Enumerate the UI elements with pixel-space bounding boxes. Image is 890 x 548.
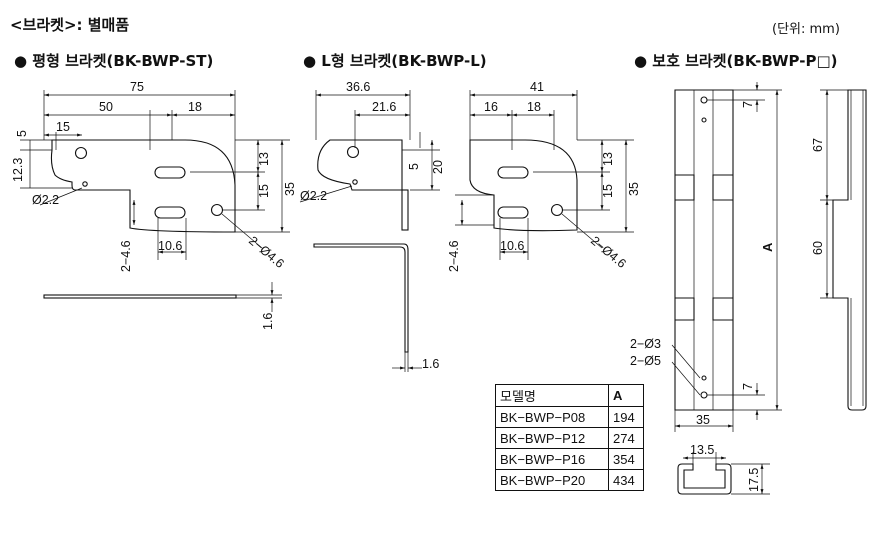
dim-36-6: 36.6	[346, 80, 370, 94]
dim-15-l: 15	[601, 184, 615, 198]
protect-hole-d5-top	[700, 96, 708, 104]
l-bracket-drawing: 36.6 21.6 5 20 Ø2.2 1.6 41 16 18 13 15 3…	[299, 80, 641, 372]
protect-front-outline	[674, 89, 734, 411]
unit-label: (단위: mm)	[772, 22, 840, 37]
dim-16: 16	[484, 100, 498, 114]
dim-12-3: 12.3	[11, 158, 25, 182]
protect-hole-d3-top	[701, 117, 707, 123]
dim-7-top: 7	[741, 101, 755, 108]
flat-hole-small	[82, 181, 88, 187]
dim-7-bottom: 7	[741, 383, 755, 390]
dim-75: 75	[130, 80, 144, 94]
dim-35: 35	[283, 182, 297, 196]
dim-2-4-6-l: 2−4.6	[447, 240, 461, 272]
dim-15-v: 15	[257, 184, 271, 198]
dim-13-l: 13	[601, 152, 615, 166]
dim-60: 60	[811, 241, 825, 255]
protect-section-outline	[677, 463, 732, 495]
protect-hole-d5-bot	[700, 391, 708, 399]
flat-hole-mount	[210, 203, 224, 217]
dim-2-d3: 2−Ø3	[630, 337, 661, 351]
table-cell-model: BK−BWP−P12	[495, 427, 609, 449]
table-cell-a: 194	[608, 406, 644, 428]
section-title-protect-bracket: ● 보호 브라켓(BK-BWP-P□)	[634, 52, 838, 70]
table-row: BK−BWP−P16 354	[495, 448, 644, 470]
model-table: 모델명 A BK−BWP−P08 194 BK−BWP−P12 274 BK−B…	[495, 384, 644, 491]
dim-13: 13	[257, 152, 271, 166]
dim-d2-2-l: Ø2.2	[300, 189, 327, 203]
dim-d2-2: Ø2.2	[32, 193, 59, 207]
table-header-row: 모델명 A	[495, 384, 644, 407]
l-front-outline	[469, 139, 578, 232]
dim-20: 20	[431, 160, 445, 174]
dim-2-d5: 2−Ø5	[630, 354, 661, 368]
dim-50: 50	[99, 100, 113, 114]
page-title: <브라켓>: 별매품	[10, 16, 130, 34]
table-row: BK−BWP−P08 194	[495, 406, 644, 428]
l-bracket-side-view	[313, 243, 409, 353]
dim-5-l: 5	[407, 163, 421, 170]
dim-2-4-6: 2−4.6	[119, 240, 133, 272]
dim-10-6-l: 10.6	[500, 239, 524, 253]
table-cell-model: BK−BWP−P20	[495, 469, 609, 491]
table-row: BK−BWP−P12 274	[495, 427, 644, 449]
section-title-flat-bracket: ● 평형 브라켓(BK-BWP-ST)	[14, 52, 214, 70]
dim-35-l: 35	[627, 182, 641, 196]
dim-35-p: 35	[696, 413, 710, 427]
protect-side-outline	[832, 89, 867, 411]
table-cell-a: 274	[608, 427, 644, 449]
dim-5: 5	[15, 130, 29, 137]
table-header-a: A	[608, 384, 644, 407]
l-front-slot-top	[497, 166, 529, 179]
dim-A: A	[760, 242, 775, 252]
l-bracket-outline	[317, 139, 403, 191]
dim-41: 41	[530, 80, 544, 94]
dim-1-6-st: 1.6	[261, 313, 275, 330]
flat-slot-bottom	[154, 206, 186, 219]
flat-bracket-drawing: 75 50 18 15 5 12.3 13 15 35 Ø2.2 2−4.6 1…	[11, 80, 297, 330]
flat-bracket-side-view	[43, 294, 237, 299]
table-cell-a: 434	[608, 469, 644, 491]
l-front-hole	[550, 203, 564, 217]
dim-15: 15	[56, 120, 70, 134]
section-title-l-bracket: ● L형 브라켓(BK-BWP-L)	[303, 52, 487, 70]
flat-slot-top	[154, 166, 186, 179]
protect-bracket-drawing: 7 7 A 2−Ø3 2−Ø5 35 67 60 13.5 17.5	[630, 82, 867, 495]
dim-2-d4-6: 2−Ø4.6	[246, 234, 287, 271]
dim-10-6: 10.6	[158, 239, 182, 253]
dim-18-l: 18	[527, 100, 541, 114]
l-hole-small	[352, 179, 358, 185]
table-cell-a: 354	[608, 448, 644, 470]
flat-bracket-outline	[50, 139, 236, 233]
dim-13-5: 13.5	[690, 443, 714, 457]
protect-hole-d3-bot	[701, 375, 707, 381]
dim-17-5: 17.5	[747, 468, 761, 492]
protect-cutout-lower	[675, 297, 733, 321]
table-row: BK−BWP−P20 434	[495, 469, 644, 491]
dim-67: 67	[811, 138, 825, 152]
dim-2-d4-6-l: 2−Ø4.6	[588, 234, 629, 271]
dim-21-6: 21.6	[372, 100, 396, 114]
table-cell-model: BK−BWP−P08	[495, 406, 609, 428]
l-front-slot-bottom	[497, 206, 529, 219]
dim-1-6-l: 1.6	[422, 357, 439, 371]
dim-18: 18	[188, 100, 202, 114]
table-cell-model: BK−BWP−P16	[495, 448, 609, 470]
l-bracket-web	[401, 189, 409, 231]
l-hole-large	[346, 145, 360, 159]
table-header-model: 모델명	[495, 384, 609, 407]
protect-cutout-upper	[675, 174, 733, 201]
flat-hole-large	[74, 146, 88, 160]
